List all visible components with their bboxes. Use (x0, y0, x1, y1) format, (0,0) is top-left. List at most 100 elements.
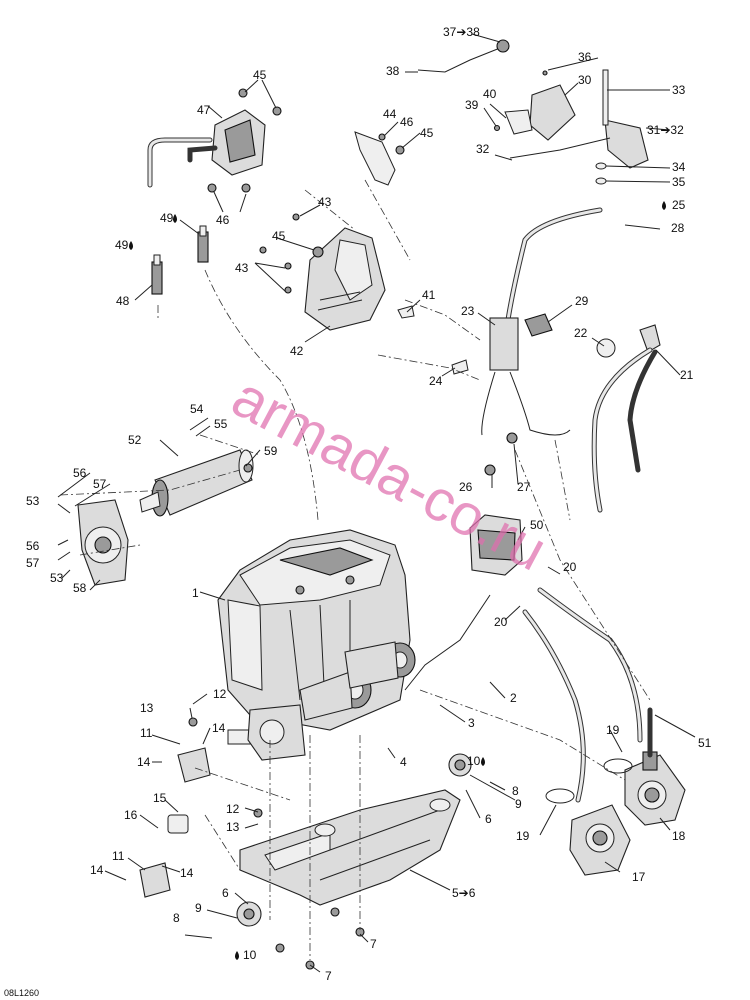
lubricant-drop-icons (129, 201, 666, 960)
callout-16: 16 (124, 808, 138, 822)
drop-icon (481, 757, 485, 766)
ignition-bracket (354, 131, 405, 186)
callout-28: 28 (671, 221, 685, 235)
callout-20: 20 (563, 560, 577, 574)
throttle-lever (417, 39, 649, 185)
callout-56: 56 (73, 466, 87, 480)
starter-motor (139, 449, 254, 517)
callout-34: 34 (672, 160, 686, 174)
drop-icon (173, 214, 177, 223)
callout-10: 10 (243, 948, 257, 962)
callout-55: 55 (214, 417, 228, 431)
callout-27: 27 (517, 480, 531, 494)
callout-14: 14 (212, 721, 226, 735)
callout-13: 13 (226, 820, 240, 834)
callout-54: 54 (190, 402, 204, 416)
callout-51: 51 (698, 736, 712, 750)
callout-11: 11 (140, 726, 153, 740)
callout-20: 20 (494, 615, 508, 629)
callout-14: 14 (90, 863, 104, 877)
leader-lines (57, 33, 696, 973)
drawing-code: 08L1260 (4, 988, 39, 998)
starter-housing (77, 499, 129, 586)
callout-18: 18 (672, 829, 686, 843)
callout-7: 7 (325, 969, 332, 983)
callout-59: 59 (264, 444, 278, 458)
callout-5-6: 5➔6 (452, 886, 476, 900)
drop-icon (129, 241, 133, 250)
callout-19: 19 (606, 723, 620, 737)
callout-22: 22 (574, 326, 588, 340)
callout-41: 41 (422, 288, 436, 302)
callout-26: 26 (459, 480, 473, 494)
callout-32: 32 (476, 142, 490, 156)
callout-12: 12 (226, 802, 240, 816)
callout-30: 30 (578, 73, 592, 87)
callout-33: 33 (672, 83, 686, 97)
assembly-lines (59, 179, 651, 960)
callout-45: 45 (253, 68, 267, 82)
engine-cradle (239, 789, 461, 906)
callout-45: 45 (420, 126, 434, 140)
callout-44: 44 (383, 107, 397, 121)
callout-17: 17 (632, 870, 646, 884)
engine-block (217, 529, 416, 761)
callout-36: 36 (578, 50, 592, 64)
callout-39: 39 (465, 98, 479, 112)
callout-6: 6 (222, 886, 229, 900)
callout-19: 19 (516, 829, 530, 843)
callout-53: 53 (26, 494, 40, 508)
callout-42: 42 (290, 344, 304, 358)
callout-46: 46 (400, 115, 414, 129)
callout-37-38: 37➔38 (443, 25, 480, 39)
throttle-cable (451, 207, 603, 476)
callout-31-32: 31➔32 (647, 123, 684, 137)
callout-9: 9 (195, 901, 202, 915)
callout-23: 23 (461, 304, 475, 318)
callout-38: 38 (386, 64, 400, 78)
callout-25: 25 (672, 198, 686, 212)
callout-53: 53 (50, 571, 64, 585)
callout-49: 49 (115, 238, 129, 252)
callout-29: 29 (575, 294, 589, 308)
callout-58: 58 (73, 581, 87, 595)
carburetors (545, 707, 686, 876)
callout-labels: 1 2 3 4 5➔6 6 6 7 7 8 8 9 9 10 10 11 11 … (26, 25, 712, 983)
callout-45: 45 (272, 229, 286, 243)
support-bracket (259, 213, 415, 331)
callout-4: 4 (400, 755, 407, 769)
callout-40: 40 (483, 87, 497, 101)
callout-12: 12 (213, 687, 227, 701)
callout-57: 57 (93, 477, 107, 491)
callout-49: 49 (160, 211, 174, 225)
callout-13: 13 (140, 701, 154, 715)
callout-14: 14 (180, 866, 194, 880)
callout-43: 43 (318, 195, 332, 209)
callout-52: 52 (128, 433, 142, 447)
callout-9: 9 (515, 797, 522, 811)
callout-10: 10 (467, 754, 481, 768)
callout-7: 7 (370, 937, 377, 951)
electronic-module (404, 514, 523, 691)
callout-48: 48 (116, 294, 130, 308)
callout-24: 24 (429, 374, 443, 388)
callout-1: 1 (192, 586, 199, 600)
callout-46: 46 (216, 213, 230, 227)
callout-57: 57 (26, 556, 40, 570)
callout-50: 50 (530, 518, 544, 532)
callout-56: 56 (26, 539, 40, 553)
ignition-coil (147, 88, 282, 193)
callout-8: 8 (512, 784, 519, 798)
callout-3: 3 (468, 716, 475, 730)
callout-47: 47 (197, 103, 211, 117)
drop-icon (235, 951, 239, 960)
callout-6: 6 (485, 812, 492, 826)
fuel-lines (522, 587, 643, 803)
callout-2: 2 (510, 691, 517, 705)
drop-icon (662, 201, 666, 210)
callout-43: 43 (235, 261, 249, 275)
spark-plugs (151, 225, 209, 295)
callout-8: 8 (173, 911, 180, 925)
primer-lines (591, 324, 661, 513)
